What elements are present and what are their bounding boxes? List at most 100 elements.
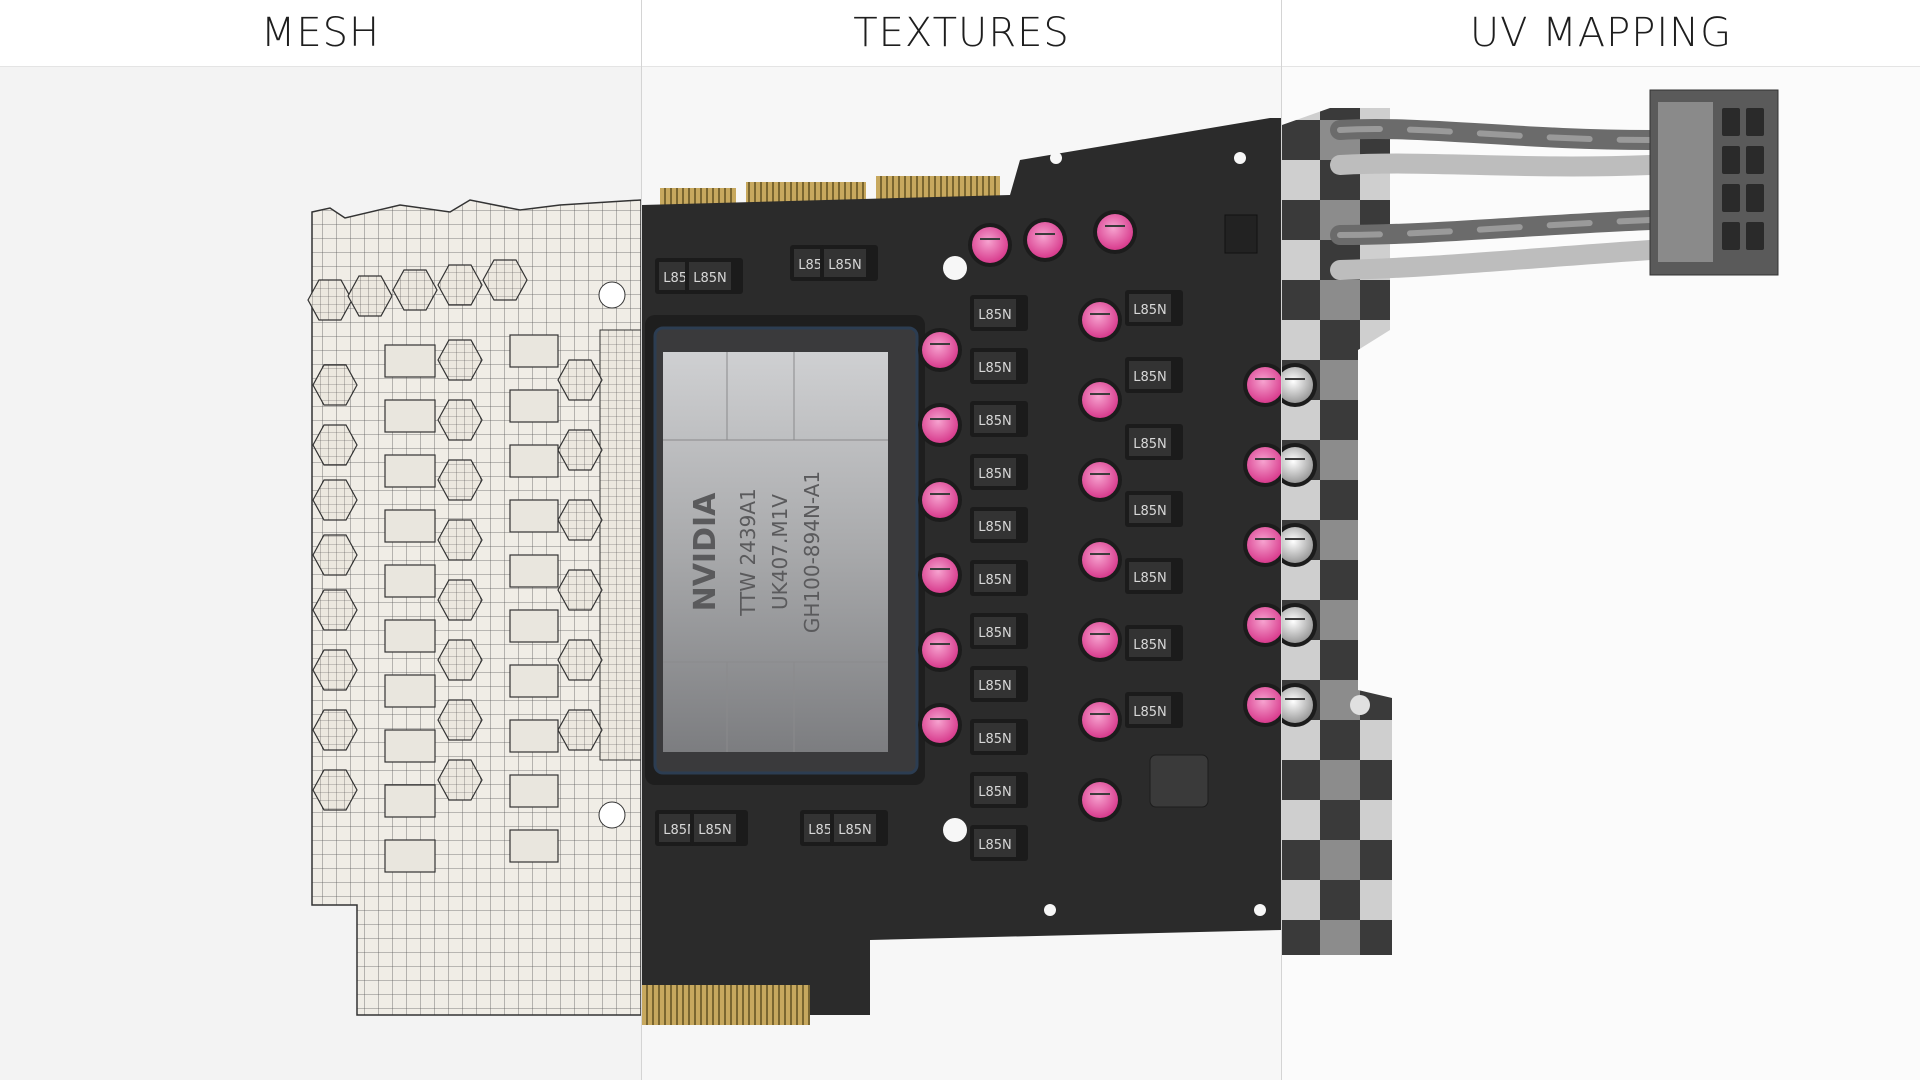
inductor: L85N <box>685 258 743 294</box>
mesh-capacitor <box>347 275 393 317</box>
mesh-capacitor <box>437 639 483 681</box>
mesh-inductor <box>509 664 559 698</box>
capacitor <box>918 403 962 447</box>
inductor: L85N <box>690 810 748 846</box>
capacitor <box>1078 778 1122 822</box>
capacitor <box>1243 363 1281 407</box>
mesh-capacitor <box>437 699 483 741</box>
capacitor <box>1078 618 1122 662</box>
mesh-inductor <box>384 729 436 763</box>
mesh-wireframe-board <box>307 199 641 1016</box>
mesh-capacitor <box>312 649 358 691</box>
chip-line-3: GH100-894N-A1 <box>800 471 824 633</box>
mesh-capacitor <box>437 339 483 381</box>
connector-pin <box>1746 146 1764 174</box>
inductor: L85N <box>970 507 1028 543</box>
capacitor <box>918 703 962 747</box>
inductor-label: L85N <box>663 823 697 838</box>
inductor-label: L85N <box>978 679 1012 694</box>
inductor-label: L85N <box>1133 504 1167 519</box>
inductor-label: L85N <box>978 732 1012 747</box>
mesh-capacitor <box>392 269 438 311</box>
textured-board: NVIDIA TTW 2439A1 UK407.M1V GH100-894N-A… <box>642 118 1281 1025</box>
inductor-label: L85N <box>698 823 732 838</box>
mesh-capacitor <box>557 569 603 611</box>
capacitor <box>918 553 962 597</box>
capacitor <box>1243 443 1281 487</box>
capacitor <box>1078 378 1122 422</box>
capacitor <box>1282 683 1317 727</box>
mesh-inductor <box>384 619 436 653</box>
mesh-capacitor <box>437 579 483 621</box>
mesh-inductor <box>509 389 559 423</box>
inductor: L85N <box>970 295 1028 331</box>
mesh-title: MESH <box>260 10 381 56</box>
capacitor <box>1282 443 1317 487</box>
mesh-capacitor <box>557 639 603 681</box>
inductor-label: L85N <box>1133 638 1167 653</box>
mesh-inductor <box>384 784 436 818</box>
inductor-label: L85N <box>978 838 1012 853</box>
capacitor <box>1078 538 1122 582</box>
mesh-capacitor <box>437 459 483 501</box>
mesh-inductor <box>509 554 559 588</box>
capacitor <box>968 223 1012 267</box>
inductor-label: L85N <box>1133 571 1167 586</box>
mesh-inductor <box>509 334 559 368</box>
inductor: L85N <box>970 560 1028 596</box>
uv-mapping-header: UV MAPPING <box>1282 0 1920 67</box>
mesh-capacitor <box>557 429 603 471</box>
capacitor <box>1078 458 1122 502</box>
mesh-capacitor <box>557 499 603 541</box>
inductor: L85N <box>1125 491 1183 527</box>
inductor-label: L85N <box>693 271 727 286</box>
inductor-label: L85N <box>1133 705 1167 720</box>
capacitor <box>1282 603 1317 647</box>
capacitor <box>1078 698 1122 742</box>
mesh-inductor <box>509 829 559 863</box>
inductor-label: L85N <box>978 626 1012 641</box>
inductor-label: L85N <box>978 520 1012 535</box>
inductor-label: L85N <box>1133 303 1167 318</box>
mesh-inductor <box>384 839 436 873</box>
connector-pin <box>1746 184 1764 212</box>
mesh-capacitor <box>312 709 358 751</box>
inductor-label: L85N <box>978 467 1012 482</box>
uv-mapping-title: UV MAPPING <box>1469 10 1733 56</box>
textures-title: TEXTURES <box>853 10 1070 56</box>
mesh-capacitor <box>437 399 483 441</box>
inductor-label: L85N <box>1133 370 1167 385</box>
mesh-inductor <box>509 444 559 478</box>
mesh-capacitor <box>482 259 528 301</box>
capacitor <box>1078 298 1122 342</box>
capacitor <box>1243 683 1281 727</box>
mesh-inductor <box>384 454 436 488</box>
mesh-capacitor <box>557 359 603 401</box>
capacitor <box>1282 523 1317 567</box>
mesh-inductor <box>384 399 436 433</box>
capacitor <box>1282 363 1317 407</box>
mesh-capacitor <box>312 589 358 631</box>
inductor-label: L85N <box>978 414 1012 429</box>
inductor: L85N <box>970 666 1028 702</box>
connector-pin <box>1722 222 1740 250</box>
connector-pin <box>1722 108 1740 136</box>
capacitor <box>1023 218 1067 262</box>
capacitor <box>1243 603 1281 647</box>
mesh-inductor <box>384 564 436 598</box>
mesh-capacitor <box>312 769 358 811</box>
inductor: L85N <box>970 825 1028 861</box>
connector-pin <box>1722 184 1740 212</box>
textures-header: TEXTURES <box>642 0 1281 67</box>
mesh-capacitor <box>312 534 358 576</box>
capacitor <box>918 478 962 522</box>
gpu-die <box>663 352 888 752</box>
inductor: L85N <box>1125 558 1183 594</box>
mesh-capacitor <box>557 709 603 751</box>
capacitor <box>1093 210 1137 254</box>
mesh-capacitor <box>312 424 358 466</box>
mesh-inductor <box>509 719 559 753</box>
mesh-inductor <box>384 509 436 543</box>
